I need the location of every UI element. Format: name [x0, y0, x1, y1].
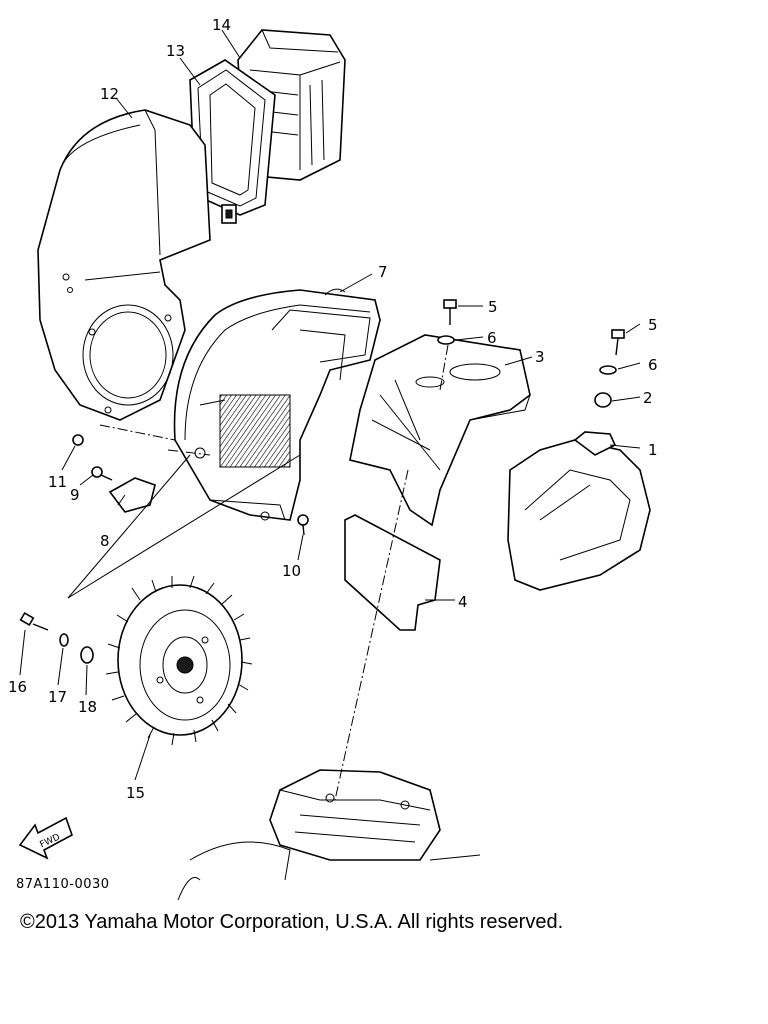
- callout-6b: 6: [648, 356, 658, 374]
- fan-housing: [173, 288, 381, 521]
- callout-6a: 6: [487, 329, 497, 347]
- engine-block-partial: [177, 769, 481, 901]
- callout-13: 13: [166, 42, 185, 60]
- callout-8: 8: [100, 532, 110, 550]
- filter-gasket: [189, 59, 276, 224]
- diagram-code: 87A110-0030: [16, 877, 110, 892]
- callout-14: 14: [212, 16, 231, 34]
- callout-7: 7: [378, 263, 388, 281]
- forward-arrow: FWD: [18, 816, 73, 860]
- callout-10: 10: [282, 562, 301, 580]
- alignment-lines: [67, 344, 449, 801]
- callout-5b: 5: [648, 316, 658, 334]
- upper-shroud: [37, 109, 211, 421]
- callout-2: 2: [643, 389, 653, 407]
- copyright-notice: ©2013 Yamaha Motor Corporation, U.S.A. A…: [20, 911, 564, 933]
- cooling-fan: [105, 575, 253, 746]
- bracket-cover: [349, 334, 531, 527]
- callout-17: 17: [48, 688, 67, 706]
- callout-1: 1: [648, 441, 658, 459]
- callout-18: 18: [78, 698, 97, 716]
- callout-11: 11: [48, 473, 67, 491]
- hardware: [19, 299, 625, 664]
- leader-lines: [19, 29, 641, 781]
- callout-12: 12: [100, 85, 119, 103]
- callout-labels: 1 2 3 4 5 6 5 6 7 8 9 10 11 12 13 14 15 …: [8, 16, 658, 802]
- callout-15: 15: [126, 784, 145, 802]
- callout-16: 16: [8, 678, 27, 696]
- callout-5a: 5: [488, 298, 498, 316]
- callout-3: 3: [535, 348, 545, 366]
- side-cover: [507, 431, 651, 591]
- plate: [344, 514, 441, 631]
- callout-4: 4: [458, 593, 468, 611]
- callout-9: 9: [70, 486, 80, 504]
